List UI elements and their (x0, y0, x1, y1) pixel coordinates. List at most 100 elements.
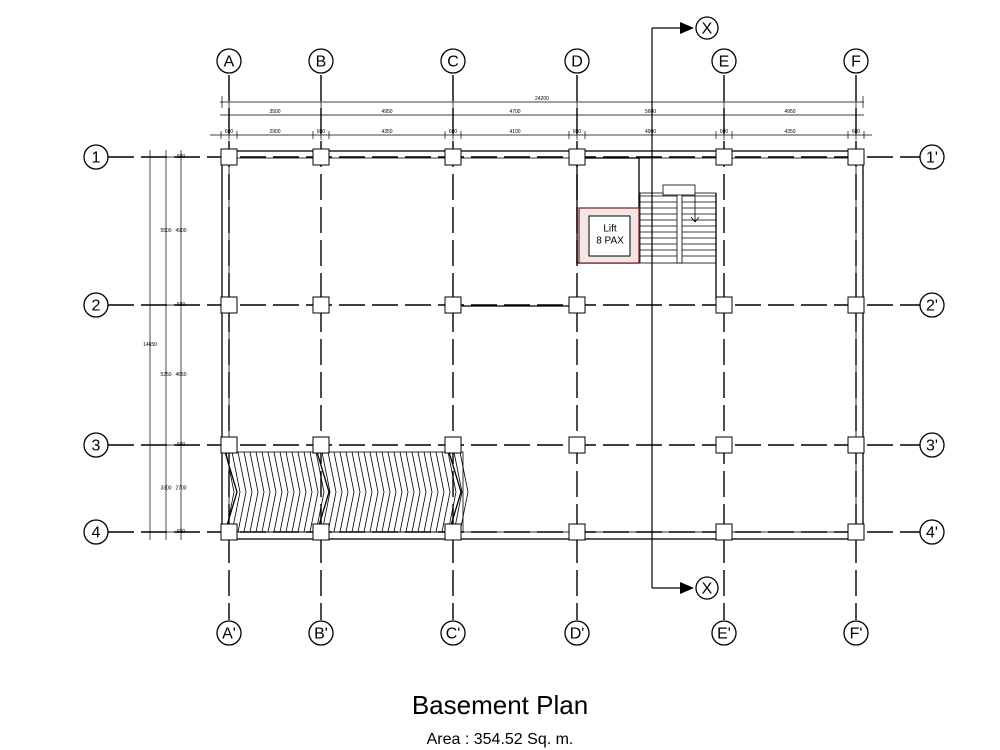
grid-bubble-bottom (308, 620, 334, 646)
dim-col-v-label: 600 (177, 154, 186, 160)
section-line-x: XX (651, 16, 719, 600)
ramp-hatch (453, 451, 463, 533)
dim-bay-v-label: 5250 (160, 372, 171, 378)
grid-bubble-right (919, 144, 945, 170)
dim-col-label: 600 (852, 129, 861, 135)
grid-label-top: D (571, 54, 583, 71)
grid-bubble-top (711, 48, 737, 74)
grid-label-bottom: C' (446, 626, 461, 643)
grid-label-left: 1 (92, 150, 101, 167)
ramp-hatch (369, 451, 379, 533)
column (312, 296, 330, 314)
dim-bay-label: 5600 (645, 109, 656, 115)
grid-label-bottom: B' (314, 626, 328, 643)
dim-bay-v-label: 3300 (160, 486, 171, 492)
grid-bubble-top (843, 48, 869, 74)
ramp-hatch (249, 451, 259, 533)
ramp-hatch (447, 451, 457, 533)
grid-label-left: 3 (92, 438, 101, 455)
ramp-hatch (405, 451, 415, 533)
ramp-hatch (435, 451, 445, 533)
ramp-hatch (333, 451, 343, 533)
stair-landing (662, 184, 696, 196)
grid-label-bottom: D' (570, 626, 585, 643)
parking-ramp (221, 451, 469, 533)
ramp-hatch (339, 451, 349, 533)
column (715, 296, 733, 314)
dim-clear-label: 4900 (645, 129, 656, 135)
ramp-hatch (429, 451, 439, 533)
dim-clear-v-label: 2700 (175, 486, 186, 492)
ramp-hatch (423, 451, 433, 533)
ramp-hatch (315, 451, 325, 533)
grid-bubble-right (919, 519, 945, 545)
grid-bubble-right (919, 292, 945, 318)
ramp-hatch (321, 451, 331, 533)
grid-bubble-top (308, 48, 334, 74)
ramp-hatch (381, 451, 391, 533)
lift-label: Lift (603, 224, 617, 235)
section-arrow-icon (680, 582, 694, 594)
grid-label-left: 2 (92, 298, 101, 315)
column (220, 523, 238, 541)
dim-overall-v-label: 14650 (143, 342, 157, 348)
dim-col-label: 600 (720, 129, 729, 135)
column (568, 148, 586, 166)
grid-label-top: C (447, 54, 459, 71)
section-bubble (695, 16, 719, 40)
dim-col-label: 600 (225, 129, 234, 135)
dim-col-v-label: 600 (177, 529, 186, 535)
drawing-area: Area : 354.52 Sq. m. (426, 731, 574, 748)
ramp-hatch (291, 451, 301, 533)
column (312, 523, 330, 541)
ramp-hatch (351, 451, 361, 533)
ramp-hatch (399, 451, 409, 533)
column (568, 436, 586, 454)
column (847, 148, 865, 166)
column (847, 296, 865, 314)
drawing-title: Basement Plan (411, 690, 589, 720)
ramp-hatch (387, 451, 397, 533)
grid-label-left: 4 (92, 525, 101, 542)
exterior-walls (221, 150, 864, 540)
grid-bubble-top (216, 48, 242, 74)
column (444, 436, 462, 454)
stair-stringer (676, 192, 683, 264)
dim-col-label: 600 (449, 129, 458, 135)
dim-bay-v-label: 5500 (160, 228, 171, 234)
column (220, 296, 238, 314)
grid-label-right: 3' (926, 438, 938, 455)
grid-label-top: B (316, 54, 327, 71)
grid-bubble-bottom (564, 620, 590, 646)
dim-bay-label: 4950 (784, 109, 795, 115)
grid-bubble-bottom (843, 620, 869, 646)
ramp-hatch (393, 451, 403, 533)
ramp-hatch (285, 451, 295, 533)
ramp-hatch (417, 451, 427, 533)
ramp-hatch (345, 451, 355, 533)
grid-label-bottom: A' (222, 626, 236, 643)
outer-wall (221, 150, 864, 540)
ramp-hatch (375, 451, 385, 533)
dim-col-label: 600 (573, 129, 582, 135)
grid-bubble-left (83, 144, 109, 170)
column (847, 436, 865, 454)
section-arrow-icon (680, 22, 694, 34)
grid-label-bottom: E' (717, 626, 731, 643)
dim-clear-v-label: 4650 (175, 372, 186, 378)
grid-label-top: F (851, 54, 861, 71)
column (220, 436, 238, 454)
grid-bubble-right (919, 432, 945, 458)
grid-bubble-left (83, 519, 109, 545)
ramp-hatch (231, 451, 241, 533)
column (715, 148, 733, 166)
ramp-hatch (363, 451, 373, 533)
ramp-hatch (261, 451, 271, 533)
lift-car (588, 215, 631, 257)
column (715, 523, 733, 541)
grid-label-bottom: F' (850, 626, 863, 643)
column (312, 436, 330, 454)
column (715, 436, 733, 454)
